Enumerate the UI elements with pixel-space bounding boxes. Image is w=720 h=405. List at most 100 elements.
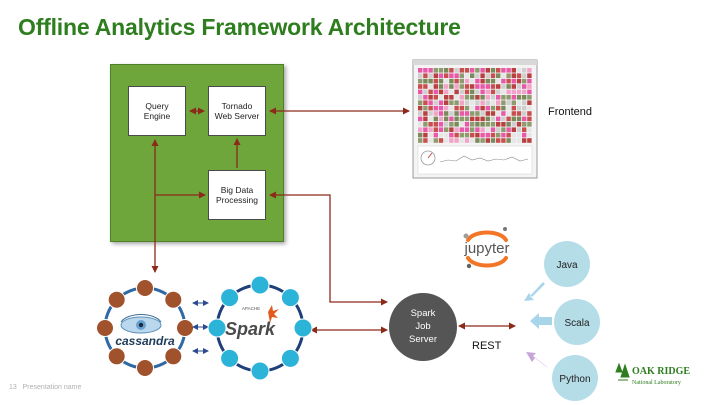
heatmap-cell — [459, 122, 464, 127]
heatmap-cell — [464, 73, 470, 78]
heatmap-cell — [485, 100, 490, 105]
jupyter-text: jupyter — [463, 240, 509, 257]
heatmap-cell — [444, 78, 449, 84]
heatmap-cell — [506, 127, 511, 132]
heatmap-cell — [490, 105, 496, 111]
heatmap-cell — [428, 84, 433, 89]
heatmap-cell — [485, 73, 490, 78]
heatmap-cell — [475, 100, 480, 105]
heatmap-cell — [438, 73, 444, 78]
heatmap-cell — [423, 84, 428, 89]
heatmap-cell — [444, 132, 449, 138]
heatmap-cell — [490, 132, 496, 138]
heatmap-cell — [423, 105, 428, 111]
heatmap-cell — [428, 95, 433, 100]
heatmap-cell — [485, 89, 490, 95]
heatmap-cell — [470, 89, 475, 95]
heatmap-cell — [475, 89, 480, 95]
heatmap-cell — [433, 116, 438, 122]
heatmap-cell — [475, 127, 480, 132]
heatmap-cell — [464, 105, 470, 111]
heatmap-cell — [480, 116, 485, 122]
heatmap-cell — [522, 100, 527, 105]
heatmap-cell — [449, 73, 454, 78]
heatmap-cell — [423, 89, 428, 95]
job-server-line2: Job — [415, 321, 430, 332]
heatmap-cell — [418, 138, 423, 143]
spark-node — [293, 318, 313, 338]
heatmap-cell — [449, 84, 454, 89]
heatmap-cell — [444, 127, 449, 132]
heatmap-cell — [418, 116, 423, 122]
heatmap-cell — [516, 116, 522, 122]
heatmap-cell — [449, 105, 454, 111]
heatmap-cell — [418, 111, 423, 116]
heatmap-cell — [454, 116, 459, 122]
heatmap-cell — [438, 100, 444, 105]
page-number: 13 — [9, 384, 17, 391]
heatmap-cell — [459, 132, 464, 138]
page-title: Offline Analytics Framework Architecture — [18, 14, 461, 40]
heatmap-cell — [480, 68, 485, 73]
spark-text: Spark — [225, 319, 276, 339]
spark-node — [280, 288, 300, 308]
heatmap-cell — [423, 116, 428, 122]
heatmap-cell — [470, 100, 475, 105]
frontend-label: Frontend — [548, 106, 593, 118]
heatmap-cell — [464, 84, 470, 89]
heatmap-cell — [506, 138, 511, 143]
heatmap-cell — [418, 100, 423, 105]
heatmap-cell — [527, 89, 532, 95]
heatmap-cell — [475, 78, 480, 84]
job-server-line3: Server — [409, 334, 437, 345]
frontend-screenshot — [412, 59, 538, 179]
heatmap-cell — [454, 73, 459, 78]
heatmap-cell — [444, 105, 449, 111]
heatmap-cell — [516, 105, 522, 111]
spark-job-server: Spark Job Server — [389, 293, 457, 361]
heatmap-cell — [475, 105, 480, 111]
heatmap-cell — [433, 95, 438, 100]
heatmap-cell — [522, 138, 527, 143]
scala-bubble: Scala — [554, 299, 600, 345]
heatmap-cell — [506, 116, 511, 122]
heatmap-cell — [470, 122, 475, 127]
heatmap-cell — [428, 111, 433, 116]
heatmap-cell — [511, 73, 516, 78]
connection-arrows — [151, 107, 516, 334]
heatmap-cell — [444, 68, 449, 73]
heatmap-cell — [433, 132, 438, 138]
heatmap-cell — [516, 84, 522, 89]
heatmap-cell — [496, 127, 501, 132]
heatmap-cell — [480, 89, 485, 95]
heatmap-cell — [511, 116, 516, 122]
heatmap-cell — [490, 111, 496, 116]
heatmap-cell — [475, 111, 480, 116]
spark-node — [220, 348, 240, 368]
heatmap-cell — [490, 122, 496, 127]
heatmap-cell — [522, 132, 527, 138]
heatmap-cell — [433, 111, 438, 116]
heatmap-cell — [438, 105, 444, 111]
heatmap-cell — [496, 138, 501, 143]
heatmap-cell — [490, 78, 496, 84]
heatmap-cell — [464, 78, 470, 84]
heatmap-cell — [470, 105, 475, 111]
heatmap-cell — [475, 116, 480, 122]
heatmap-cell — [423, 73, 428, 78]
heatmap-cell — [506, 89, 511, 95]
heatmap-cell — [516, 68, 522, 73]
heatmap-cell — [423, 68, 428, 73]
heatmap-cell — [501, 105, 506, 111]
heatmap-cell — [480, 132, 485, 138]
job-server-line1: Spark — [411, 308, 436, 319]
heatmap-cell — [418, 127, 423, 132]
heatmap-cell — [433, 127, 438, 132]
heatmap-cell — [485, 122, 490, 127]
heatmap-cell — [501, 100, 506, 105]
heatmap-cell — [480, 122, 485, 127]
heatmap-cell — [454, 105, 459, 111]
cassandra-node — [107, 347, 126, 366]
heatmap-cell — [475, 122, 480, 127]
heatmap-cell — [449, 127, 454, 132]
